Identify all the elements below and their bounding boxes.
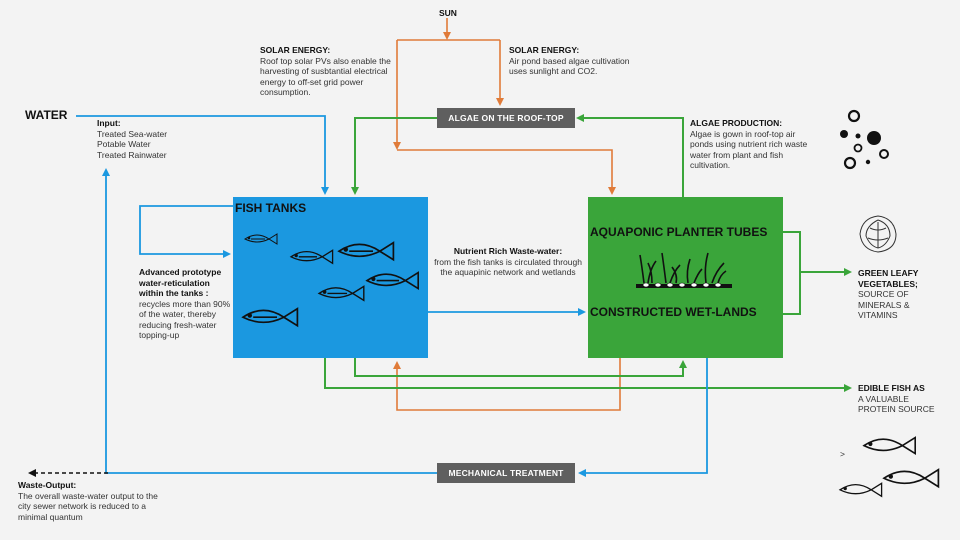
edible-fish-title: EDIBLE FISH AS bbox=[858, 383, 925, 393]
plant-icon bbox=[636, 252, 732, 288]
edible-fish-icon bbox=[838, 436, 940, 498]
input-line: Treated Rainwater bbox=[97, 149, 167, 160]
water-label: WATER bbox=[25, 108, 68, 122]
algae-production: ALGAE PRODUCTION: Algae is gown in roof-… bbox=[690, 118, 820, 171]
algae-rooftop-box: ALGAE ON THE ROOF-TOP bbox=[437, 108, 575, 128]
lettuce-icon bbox=[859, 215, 897, 253]
edible-fish-text: A VALUABLE PROTEIN SOURCE bbox=[858, 393, 935, 415]
waste-output-label: Waste-Output: The overall waste-water ou… bbox=[18, 480, 168, 522]
sun-lines bbox=[393, 18, 621, 411]
green-leafy-label: GREEN LEAFY VEGETABLES; SOURCE OF MINERA… bbox=[858, 268, 948, 321]
algae-bubbles-icon bbox=[840, 109, 889, 170]
reticulation-text: recycles more than 90% of the water, the… bbox=[139, 298, 231, 341]
aquaponic-box: AQUAPONIC PLANTER TUBES CONSTRUCTED WET-… bbox=[588, 197, 783, 358]
solar-right-text: Air pond based algae cultivation uses su… bbox=[509, 55, 630, 77]
fish-icon bbox=[241, 233, 420, 328]
mechanical-treatment-box: MECHANICAL TREATMENT bbox=[437, 463, 575, 483]
solar-left-text: Roof top solar PVs also enable the harve… bbox=[260, 55, 391, 98]
reticulation-label: Advanced prototype water-reticulation wi… bbox=[139, 267, 231, 341]
wetlands-title: CONSTRUCTED WET-LANDS bbox=[590, 305, 757, 319]
fish-tanks-title: FISH TANKS bbox=[235, 201, 307, 215]
nutrient-lines bbox=[324, 114, 852, 392]
solar-energy-right: SOLAR ENERGY: Air pond based algae culti… bbox=[509, 45, 634, 77]
input-title: Input: bbox=[97, 118, 121, 128]
reticulation-title: Advanced prototype water-reticulation wi… bbox=[139, 267, 222, 298]
nutrient-text: from the fish tanks is circulated throug… bbox=[434, 256, 582, 278]
solar-right-title: SOLAR ENERGY: bbox=[509, 45, 580, 55]
algae-production-text: Algae is gown in roof-top air ponds usin… bbox=[690, 128, 808, 171]
solar-left-title: SOLAR ENERGY: bbox=[260, 45, 331, 55]
nutrient-title: Nutrient Rich Waste-water: bbox=[453, 246, 563, 256]
input-label: Input: Treated Sea-water Potable Water T… bbox=[97, 118, 207, 160]
input-line: Treated Sea-water bbox=[97, 128, 168, 139]
waste-output-title: Waste-Output: bbox=[18, 480, 77, 490]
aquaponic-title: AQUAPONIC PLANTER TUBES bbox=[590, 225, 768, 239]
input-line: Potable Water bbox=[97, 139, 151, 149]
stray-mark: > bbox=[840, 449, 845, 459]
green-leafy-title: GREEN LEAFY VEGETABLES; bbox=[858, 268, 919, 289]
edible-fish-label: EDIBLE FISH AS A VALUABLE PROTEIN SOURCE bbox=[858, 383, 948, 415]
sun-label: SUN bbox=[439, 8, 457, 18]
waste-output-text: The overall waste-water output to the ci… bbox=[18, 490, 158, 522]
green-leafy-text: SOURCE OF MINERALS & VITAMINS bbox=[858, 289, 910, 320]
fish-tanks-box: FISH TANKS bbox=[233, 197, 428, 358]
nutrient-label: Nutrient Rich Waste-water: from the fish… bbox=[433, 246, 583, 278]
solar-energy-left: SOLAR ENERGY: Roof top solar PVs also en… bbox=[260, 45, 395, 98]
algae-production-title: ALGAE PRODUCTION: bbox=[690, 118, 783, 128]
